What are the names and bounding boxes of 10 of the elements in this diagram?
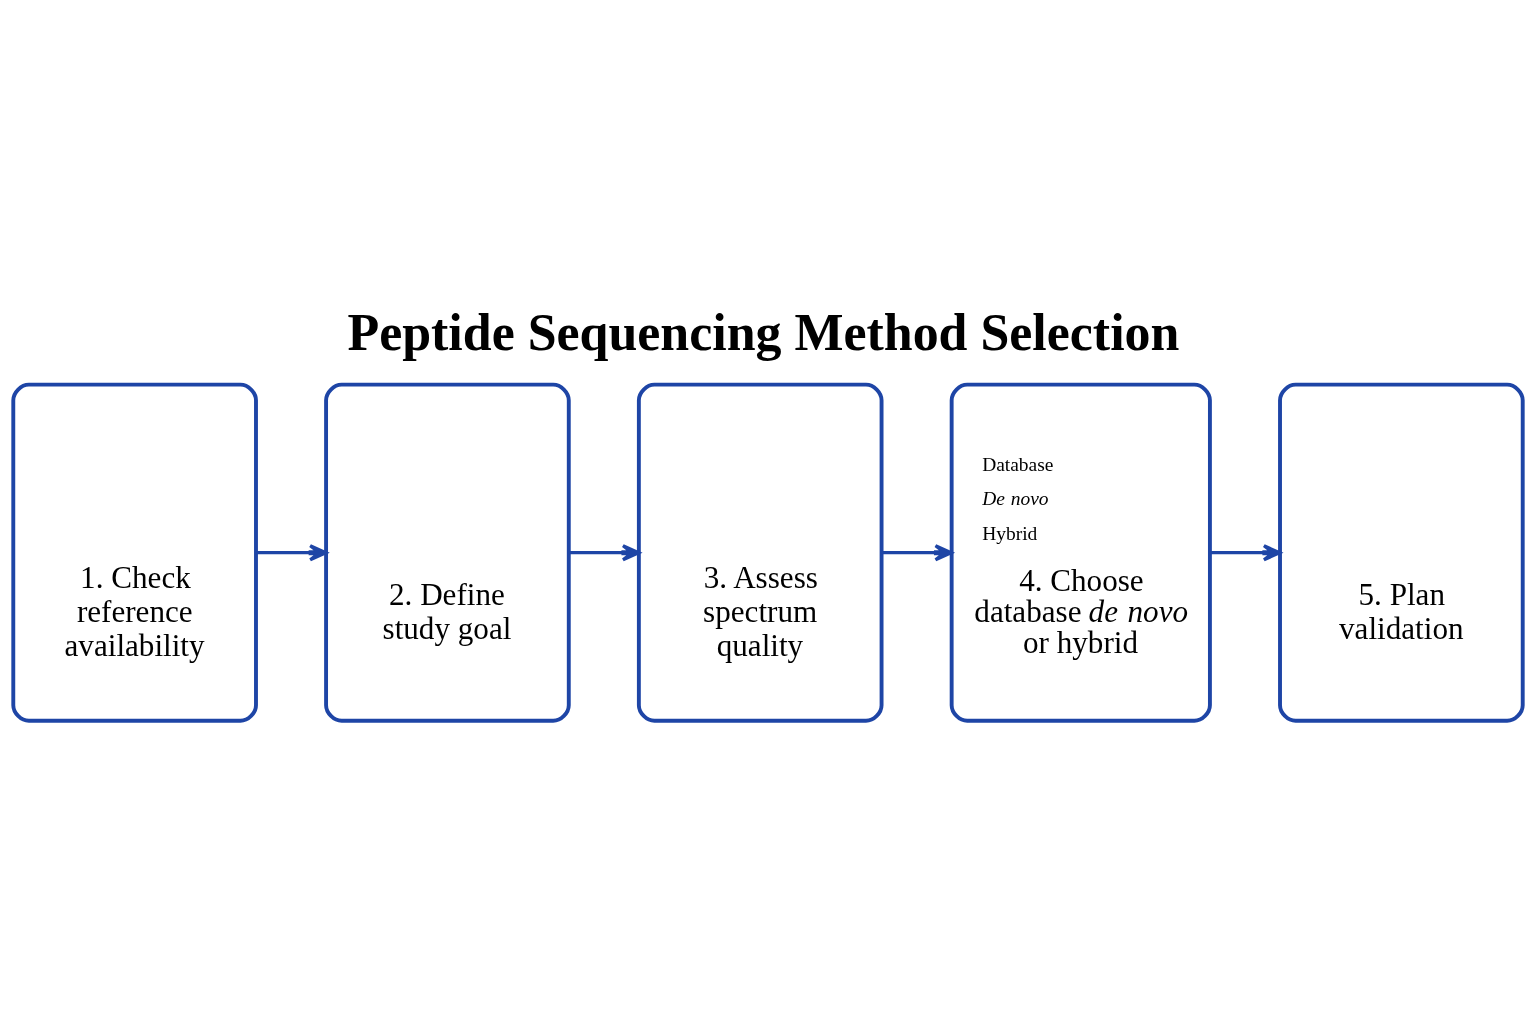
node-box: 1. Check reference availability: [11, 382, 258, 723]
arrow: [881, 543, 953, 561]
node-box: 5. Plan validation: [1278, 382, 1525, 723]
arrow: [569, 543, 641, 561]
diagram-title: Peptide Sequencing Method Selection: [347, 303, 1180, 361]
node-box: Database De novo Hybrid 4. Choose database de novo or hybrid: [949, 382, 1212, 723]
node-box: 2. Define study goal: [324, 382, 571, 723]
node-box: 3. Assess spectrum quality: [636, 382, 884, 723]
arrow: [1210, 543, 1282, 561]
arrow: [256, 543, 328, 561]
